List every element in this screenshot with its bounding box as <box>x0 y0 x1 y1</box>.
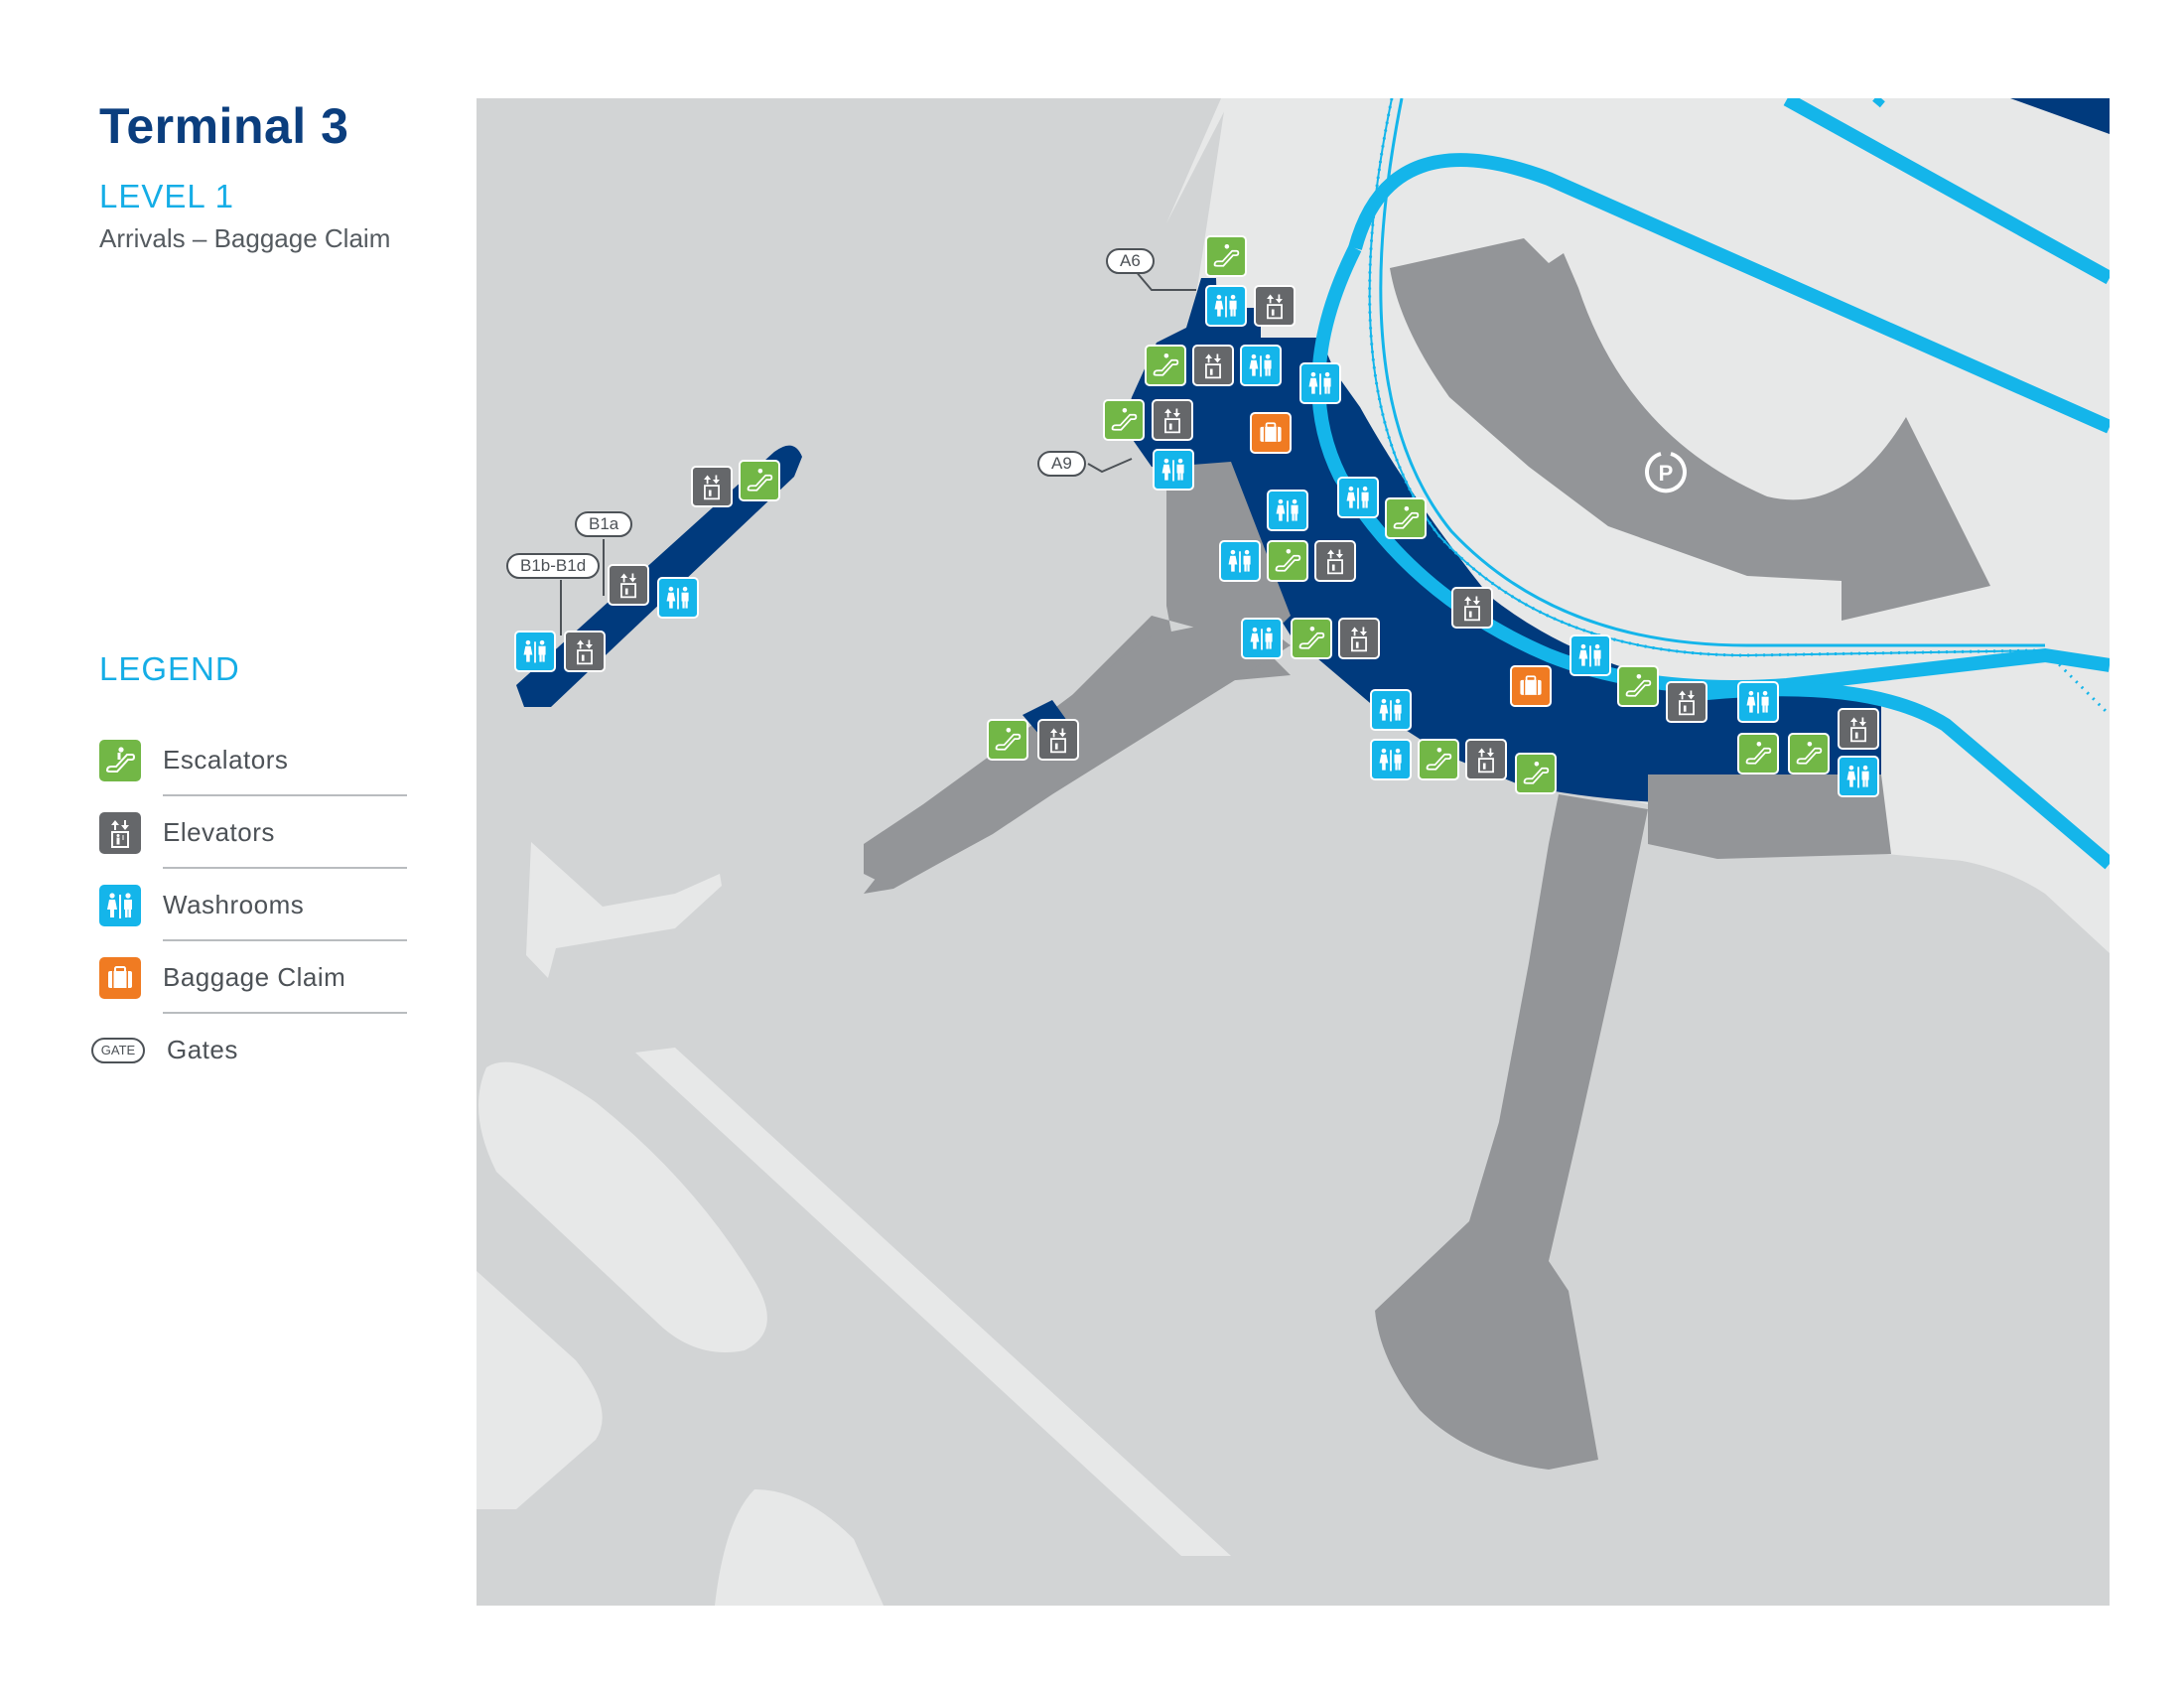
washroom-icon[interactable] <box>657 577 699 619</box>
washroom-icon[interactable] <box>1241 618 1283 659</box>
elevator-icon[interactable] <box>1838 708 1879 750</box>
legend-item-washrooms: Washrooms <box>99 869 407 941</box>
divider <box>163 794 407 796</box>
elevator-icon[interactable] <box>1152 399 1193 441</box>
washroom-icon[interactable] <box>1838 756 1879 797</box>
washroom-icon[interactable] <box>514 631 556 672</box>
legend-item-gates: GATE Gates <box>91 1014 407 1086</box>
escalator-icon[interactable] <box>987 719 1028 761</box>
washroom-icon[interactable] <box>1370 689 1412 731</box>
gate-label-b1a[interactable]: B1a <box>575 511 633 537</box>
gate-label-a6[interactable]: A6 <box>1106 248 1155 274</box>
washroom-icon[interactable] <box>1570 634 1611 676</box>
elevator-icon[interactable] <box>1314 540 1356 582</box>
road-outbound <box>1687 682 2110 870</box>
gate-icon: GATE <box>91 1037 145 1063</box>
washroom-icon[interactable] <box>1205 285 1247 327</box>
washroom-icon[interactable] <box>1370 739 1412 780</box>
washroom-icon[interactable] <box>1153 449 1194 491</box>
legend-label: Elevators <box>163 817 275 847</box>
washroom-icon[interactable] <box>1267 490 1308 531</box>
page-title: Terminal 3 <box>99 98 349 154</box>
legend: LEGEND Escalators Elevators Washrooms Ba… <box>91 650 407 1086</box>
gate-label-a9[interactable]: A9 <box>1037 451 1086 477</box>
legend-title: LEGEND <box>99 650 240 687</box>
terminal-map[interactable]: P A6 A9 B1a B1b-B1d <box>477 98 2110 1606</box>
elevator-icon[interactable] <box>1254 285 1296 327</box>
level-label: LEVEL 1 <box>99 178 235 214</box>
baggage-claim-icon[interactable] <box>1250 412 1292 454</box>
washroom-icon[interactable] <box>1219 540 1261 582</box>
taxiway-shape <box>526 842 722 978</box>
legend-label: Gates <box>167 1035 238 1064</box>
legend-label: Escalators <box>163 745 289 774</box>
legend-label: Baggage Claim <box>163 962 346 992</box>
washroom-icon[interactable] <box>1299 362 1341 404</box>
legend-label: Washrooms <box>163 890 305 919</box>
baggage-icon <box>99 956 141 999</box>
parking-icon[interactable]: P <box>1641 448 1691 502</box>
svg-text:P: P <box>1659 461 1674 486</box>
legend-item-baggage-claim: Baggage Claim <box>99 941 407 1014</box>
escalator-icon[interactable] <box>1788 733 1830 774</box>
baggage-claim-icon[interactable] <box>1510 665 1552 707</box>
washroom-icon <box>99 884 141 926</box>
level-subtitle: Arrivals – Baggage Claim <box>99 223 391 253</box>
divider <box>163 867 407 869</box>
taxiway <box>635 1048 1231 1556</box>
escalator-icon[interactable] <box>1103 399 1145 441</box>
rail-track-2 <box>1379 98 2045 647</box>
escalator-icon[interactable] <box>1418 739 1459 780</box>
divider <box>163 939 407 941</box>
divider <box>163 1012 407 1014</box>
legend-item-escalators: Escalators <box>99 724 407 796</box>
escalator-icon[interactable] <box>1515 753 1557 794</box>
elevator-icon[interactable] <box>608 564 649 606</box>
elevator-icon <box>99 811 141 854</box>
legend-item-elevators: Elevators <box>99 796 407 869</box>
escalator-icon[interactable] <box>1385 497 1427 539</box>
escalator-icon[interactable] <box>739 460 780 501</box>
escalator-icon[interactable] <box>1291 618 1332 659</box>
elevator-icon[interactable] <box>1037 719 1079 761</box>
elevator-icon[interactable] <box>564 631 606 672</box>
washroom-icon[interactable] <box>1337 477 1379 518</box>
washroom-icon[interactable] <box>1737 681 1779 723</box>
road-upper <box>1348 153 2110 434</box>
escalator-icon <box>99 739 141 781</box>
elevator-icon[interactable] <box>1666 681 1707 723</box>
washroom-icon[interactable] <box>1240 345 1282 386</box>
elevator-icon[interactable] <box>1465 739 1507 780</box>
escalator-icon[interactable] <box>1205 235 1247 277</box>
gate-label-b1b-b1d[interactable]: B1b-B1d <box>506 553 601 579</box>
escalator-icon[interactable] <box>1145 345 1186 386</box>
escalator-icon[interactable] <box>1267 540 1308 582</box>
escalator-icon[interactable] <box>1737 733 1779 774</box>
elevator-icon[interactable] <box>1192 345 1234 386</box>
elevator-icon[interactable] <box>1451 587 1493 629</box>
escalator-icon[interactable] <box>1617 665 1659 707</box>
elevator-icon[interactable] <box>691 466 733 507</box>
parking-garage <box>1390 238 1990 621</box>
runway-island <box>478 1061 767 1352</box>
elevator-icon[interactable] <box>1338 618 1380 659</box>
header: Terminal 3 LEVEL 1 Arrivals – Baggage Cl… <box>99 99 417 254</box>
pier-e <box>1375 794 1648 1470</box>
